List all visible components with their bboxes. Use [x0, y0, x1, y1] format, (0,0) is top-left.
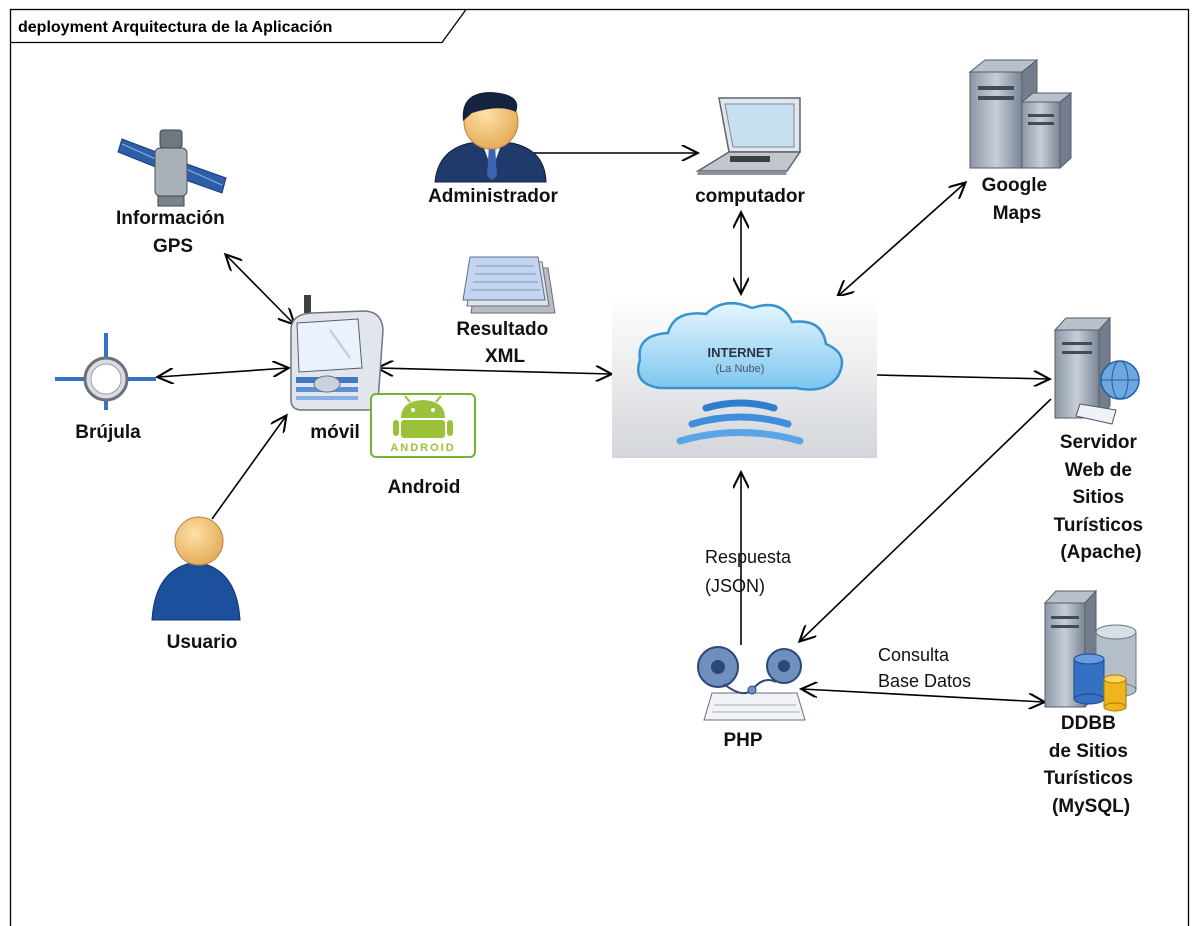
edge-usuario-movil — [211, 416, 286, 520]
servidor-web-label: Servidor Web de Sitios Turísticos (Apach… — [1054, 432, 1149, 563]
connectors — [158, 153, 1051, 702]
usuario-label: Usuario — [167, 632, 238, 653]
ddbb-label: DDBB de Sitios Turísticos (MySQL) — [1044, 713, 1139, 817]
respuesta-label: Respuesta (JSON) — [705, 547, 796, 596]
edge-movil-internet — [378, 368, 611, 374]
googlemaps-label: Google Maps — [982, 175, 1053, 224]
laptop-icon — [695, 97, 802, 175]
php-label: PHP — [723, 730, 762, 751]
web-server-icon — [1053, 316, 1140, 425]
frame-title: deployment Arquitectura de la Aplicación — [18, 19, 332, 36]
movil-label: móvil — [310, 422, 360, 443]
gps-label: Información GPS — [116, 208, 230, 257]
edge-gps-movil — [226, 255, 294, 324]
consulta-label: Consulta Base Datos — [878, 645, 971, 691]
cloud-wireless-icon: INTERNET (La Nube) — [612, 296, 877, 458]
admin-label: Administrador — [428, 186, 558, 207]
diagram-frame: deployment Arquitectura de la Aplicación — [9, 8, 1190, 926]
user-person-icon — [151, 516, 241, 621]
internet-title: INTERNET — [708, 345, 773, 360]
computador-label: computador — [695, 186, 805, 207]
database-server-icon — [1043, 589, 1137, 712]
internet-subtitle: (La Nube) — [716, 363, 765, 375]
edge-internet-servidor — [876, 375, 1049, 379]
android-logo-icon: ANDROID — [370, 393, 476, 458]
edge-servidor-php — [800, 398, 1052, 641]
document-stack-icon — [462, 256, 556, 314]
android-label: Android — [388, 477, 461, 498]
mobile-device-icon — [290, 295, 384, 411]
edge-brujula-movil — [158, 368, 288, 377]
compass-icon — [55, 333, 156, 410]
android-logo-text: ANDROID — [390, 442, 455, 454]
php-engine-icon — [697, 646, 806, 721]
edge-php-ddbb — [802, 689, 1044, 702]
edge-internet-googlemaps — [838, 183, 965, 296]
admin-person-icon — [434, 92, 547, 183]
resultado-xml-label: Resultado XML — [456, 319, 553, 367]
server-pair-icon — [968, 58, 1073, 170]
satellite-icon — [117, 129, 227, 207]
brujula-label: Brújula — [75, 422, 141, 443]
